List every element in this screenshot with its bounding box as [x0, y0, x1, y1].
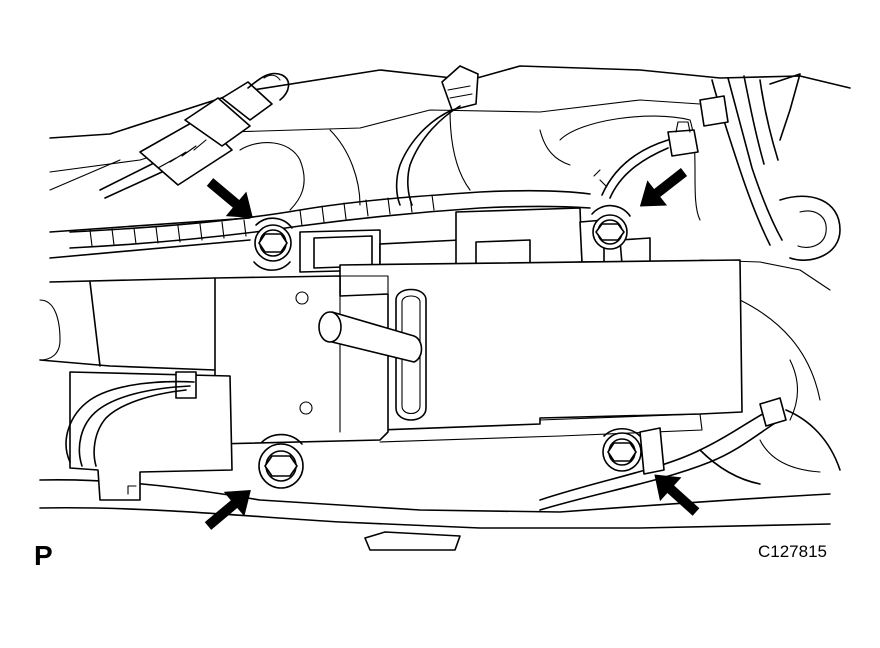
top-right-connector	[593, 73, 841, 261]
left-connector	[99, 72, 290, 199]
body-panel-outline	[39, 65, 851, 551]
lower-left-harness	[65, 371, 233, 501]
wire-harness-corrugated	[69, 189, 591, 249]
control-module	[299, 207, 651, 273]
figure-code: C127815	[758, 542, 828, 561]
bolt-bottom-left	[258, 433, 304, 489]
shift-lever	[318, 311, 423, 363]
top-connector	[395, 65, 479, 206]
arrow-icon	[654, 474, 700, 516]
bolt-bottom-right	[602, 427, 665, 475]
bolt-top-right	[591, 204, 631, 250]
lower-right-harness	[539, 397, 841, 511]
view-label: P	[34, 540, 53, 571]
arrow-icon	[206, 178, 253, 218]
arrow-icon	[639, 168, 688, 207]
arrow-icon	[204, 490, 251, 530]
shift-lever-housing	[214, 259, 743, 445]
bolt-top-left	[253, 217, 293, 271]
